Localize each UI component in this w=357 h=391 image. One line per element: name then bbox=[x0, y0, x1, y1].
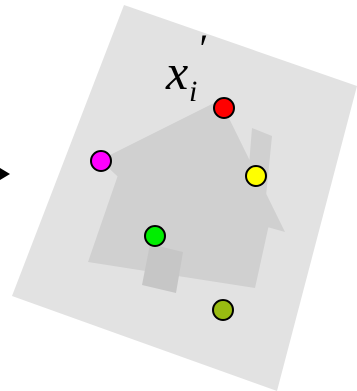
label-prime: ′ bbox=[197, 26, 207, 71]
green-point bbox=[144, 225, 166, 247]
olive-point bbox=[212, 299, 234, 321]
house-door bbox=[142, 244, 183, 293]
red-point bbox=[213, 97, 235, 119]
magenta-point bbox=[90, 150, 112, 172]
house-roof bbox=[100, 100, 285, 232]
house-body bbox=[88, 175, 270, 288]
yellow-point bbox=[245, 165, 267, 187]
label-base: x bbox=[165, 44, 188, 100]
point-label: x bbox=[165, 44, 188, 100]
label-subscript: i bbox=[189, 75, 197, 108]
arrow-head bbox=[0, 168, 10, 180]
